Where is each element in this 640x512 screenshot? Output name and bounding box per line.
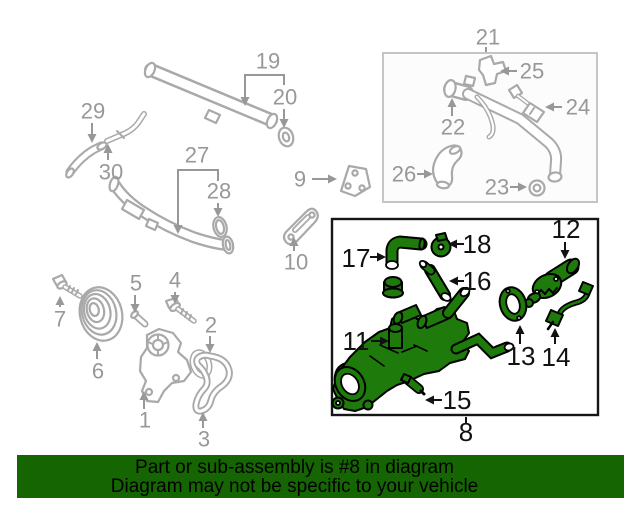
callout-number-10: 10 <box>284 250 308 275</box>
bracket-9-art <box>339 164 372 198</box>
pipe-19-art <box>143 61 279 130</box>
callout-arrowhead <box>518 182 527 192</box>
pipe-27-art <box>108 175 235 255</box>
bracket-25-art <box>477 54 508 87</box>
callout-number-15: 15 <box>443 385 472 415</box>
callout-arrowhead <box>377 252 386 262</box>
callout-arrowhead <box>515 325 525 334</box>
sensor-15-art <box>400 373 426 396</box>
callout-number-9: 9 <box>294 167 306 192</box>
callout-arrowhead <box>55 296 65 305</box>
callout-number-16: 16 <box>463 266 492 296</box>
callout-arrowhead <box>424 169 433 179</box>
callout-number-7: 7 <box>54 307 66 332</box>
pulley-6-art <box>78 286 124 342</box>
callout-number-25: 25 <box>520 59 544 84</box>
thermostat-cap-art <box>382 276 404 299</box>
oring-28-art <box>212 216 228 238</box>
callout-arrowhead <box>240 97 250 106</box>
sensor-24-art <box>507 83 546 124</box>
bolt-4-art <box>164 296 197 324</box>
callout-number-2: 2 <box>205 313 217 338</box>
banner-line2: Diagram may not be specific to your vehi… <box>110 476 479 497</box>
callout-arrowhead <box>545 102 554 112</box>
harness-14-art <box>545 281 594 331</box>
callout-number-8: 8 <box>459 417 473 447</box>
callout-arrowhead <box>560 250 570 259</box>
callout-arrowhead <box>279 119 289 128</box>
callout-arrowhead <box>380 336 389 346</box>
callout-number-3: 3 <box>198 427 210 452</box>
valve-12-art <box>524 257 581 308</box>
hose-29-art <box>65 141 108 179</box>
callout-arrowhead <box>550 328 560 337</box>
gasket-3-art <box>192 351 233 415</box>
callout-number-4: 4 <box>169 268 181 293</box>
pipe-30-art <box>104 111 147 144</box>
callout-number-6: 6 <box>92 359 104 384</box>
bracket-10-art <box>282 207 319 246</box>
thermostat-housing-8-art <box>331 286 515 412</box>
pin-5-art <box>130 310 149 328</box>
callout-arrowhead <box>213 208 223 217</box>
callout-number-17: 17 <box>342 243 371 273</box>
callout-number-1: 1 <box>139 408 151 433</box>
callout-arrowhead <box>130 304 140 313</box>
clamp-18-art <box>430 232 452 258</box>
callout-arrowhead <box>198 412 208 421</box>
callout-number-19: 19 <box>256 49 280 74</box>
callout-line <box>177 169 219 231</box>
callout-number-13: 13 <box>507 341 536 371</box>
callout-number-18: 18 <box>463 229 492 259</box>
callout-arrowhead <box>139 391 149 400</box>
gasket-13-art <box>498 286 528 322</box>
callout-number-30: 30 <box>99 160 123 185</box>
callout-number-14: 14 <box>542 342 571 372</box>
callout-arrowhead <box>425 395 434 405</box>
callout-arrowhead <box>205 344 215 353</box>
oring-23-art <box>528 179 546 197</box>
callout-arrowhead <box>448 239 457 249</box>
callout-arrowhead <box>500 66 509 76</box>
callout-arrowhead <box>447 98 457 107</box>
callout-arrowhead <box>328 174 337 184</box>
pipe-22-art <box>443 74 563 183</box>
callout-number-12: 12 <box>552 214 581 244</box>
callout-arrowhead <box>87 134 97 143</box>
callout-number-24: 24 <box>566 95 590 120</box>
callout-line <box>244 74 285 103</box>
callout-number-23: 23 <box>485 175 509 200</box>
oring-20-art <box>277 126 295 148</box>
callout-number-29: 29 <box>81 99 105 124</box>
hose-26-art <box>431 144 463 190</box>
pipe-16-art <box>418 259 452 302</box>
bolt-7-art <box>51 273 83 299</box>
callout-arrowhead <box>103 144 113 153</box>
callout-number-11: 11 <box>343 326 370 356</box>
callout-arrowhead <box>449 276 458 286</box>
callout-number-5: 5 <box>130 271 142 296</box>
callout-number-28: 28 <box>207 179 231 204</box>
callout-number-27: 27 <box>185 143 209 168</box>
callout-arrowhead <box>289 237 299 246</box>
callout-arrowhead <box>92 342 102 351</box>
water-pump-1-art <box>138 327 193 404</box>
banner-line1: Part or sub-assembly is #8 in diagram <box>135 457 454 478</box>
notice-banner: Part or sub-assembly is #8 in diagram Di… <box>17 455 624 498</box>
callout-number-21: 21 <box>476 25 500 50</box>
callout-arrowhead <box>173 225 183 234</box>
callout-number-26: 26 <box>392 162 416 187</box>
callout-number-20: 20 <box>273 85 297 110</box>
hose-17-art <box>385 235 428 270</box>
callout-arrowhead <box>170 295 180 304</box>
callout-number-22: 22 <box>441 115 465 140</box>
